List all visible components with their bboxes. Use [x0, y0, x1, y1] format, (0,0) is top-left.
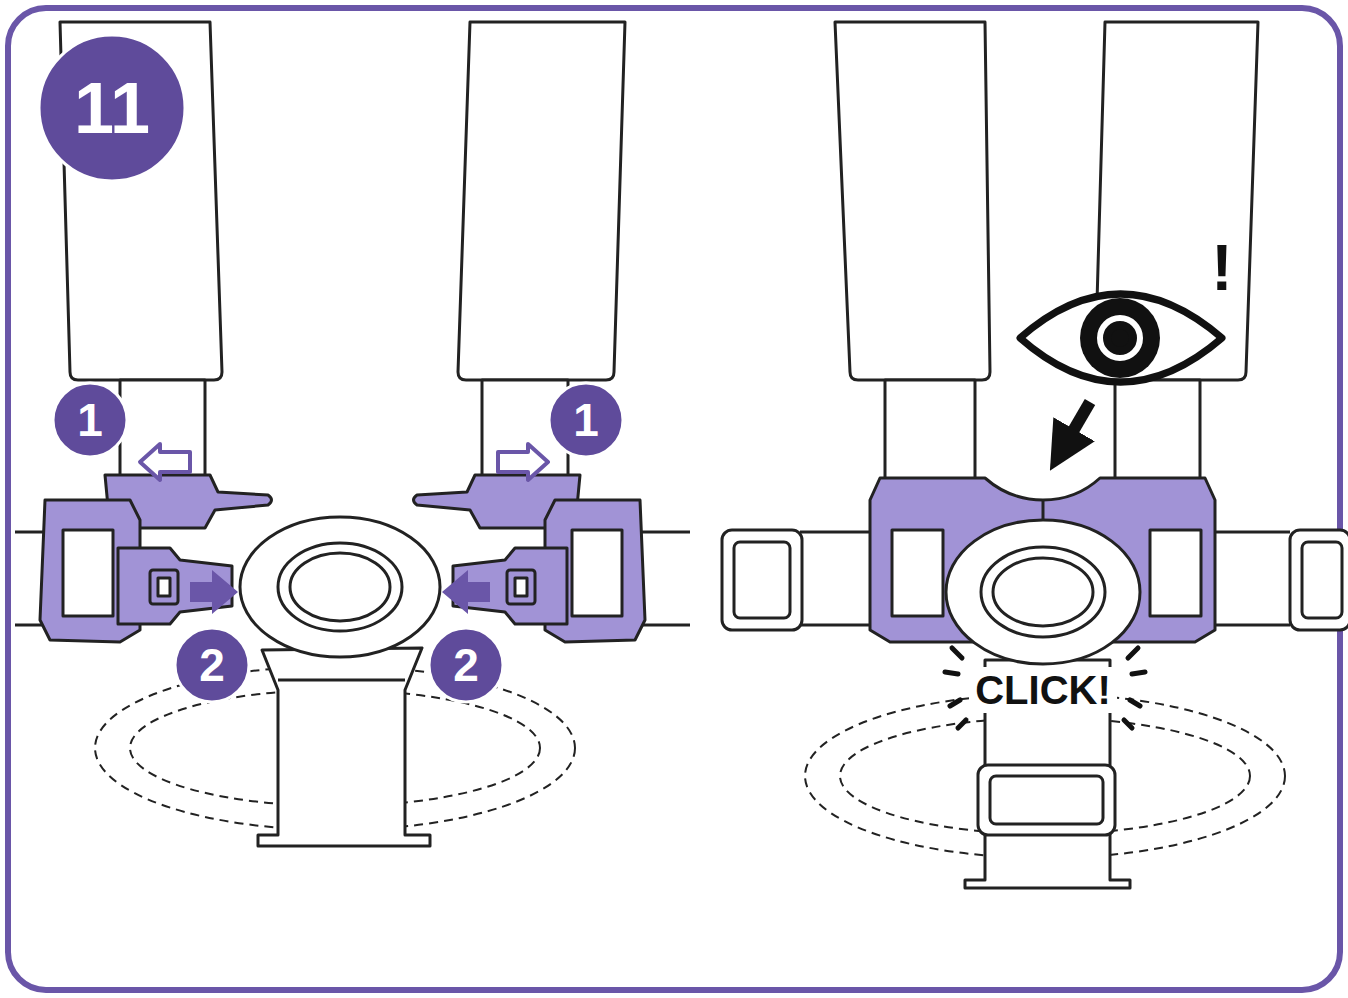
callout-number: 2	[173, 626, 251, 704]
left-panel	[15, 22, 690, 846]
callout-number: 1	[547, 381, 625, 459]
attention-mark: !	[1211, 236, 1232, 300]
circle-fill	[429, 628, 503, 702]
click-sound-label: CLICK!	[969, 667, 1117, 713]
step-number: 11	[37, 33, 187, 183]
circle-fill	[175, 628, 249, 702]
circle-fill	[549, 383, 623, 457]
number-text: 1	[77, 397, 103, 443]
right-panel	[722, 22, 1348, 888]
number-text: 2	[453, 642, 479, 688]
circle-fill	[39, 35, 185, 181]
number-text: 2	[199, 642, 225, 688]
number-text: 1	[573, 397, 599, 443]
callout-number: 2	[427, 626, 505, 704]
number-text: 11	[74, 72, 150, 144]
circle-fill	[53, 383, 127, 457]
callout-number: 1	[51, 381, 129, 459]
frame	[8, 8, 1340, 990]
